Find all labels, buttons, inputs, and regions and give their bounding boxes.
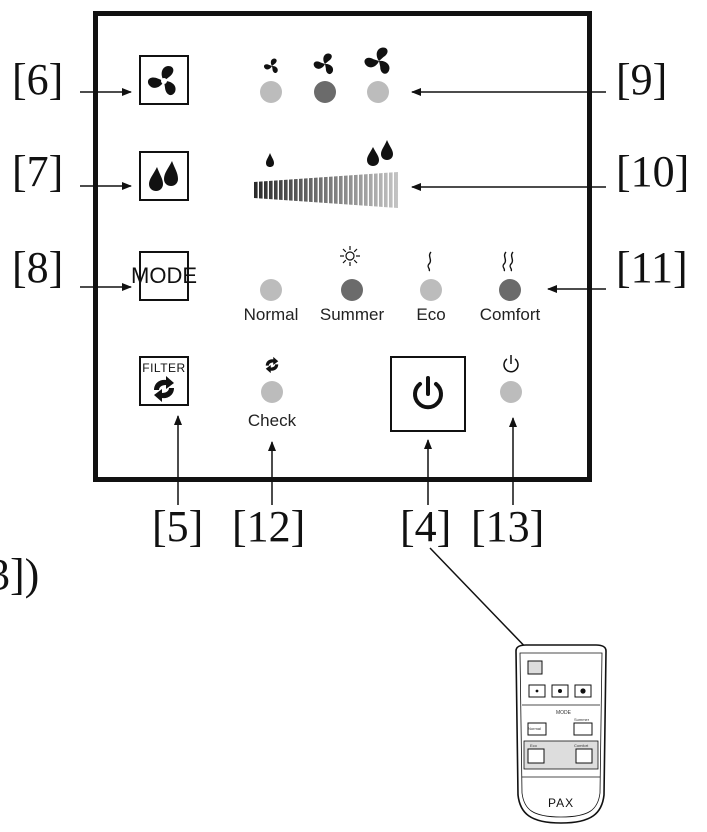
humidity-button[interactable] [139, 151, 189, 201]
mode-summer-label: Summer [319, 305, 385, 324]
power-led [500, 381, 522, 403]
remote-mode-label: MODE [556, 710, 571, 716]
humidity-level-bar [254, 172, 398, 208]
single-wave-icon [427, 251, 432, 272]
filter-button-label: FILTER [142, 361, 186, 375]
remote-control [515, 644, 607, 824]
remote-normal-label: Normal [528, 726, 541, 731]
fan-low-icon [264, 58, 278, 74]
double-drop-icon [149, 161, 178, 191]
fan-medium-icon [313, 53, 334, 75]
filter-reset-button[interactable]: FILTER [139, 356, 189, 406]
mode-button[interactable]: MODE [131, 251, 197, 301]
callout-9: [9] [616, 55, 668, 104]
fan-low-led [260, 81, 282, 103]
sun-icon [340, 246, 360, 266]
filter-check-led [261, 381, 283, 403]
mode-summer-led [341, 279, 363, 301]
mode-comfort-label: Comfort [479, 305, 541, 324]
double-wave-icon [502, 251, 514, 272]
fan-speed-button[interactable] [139, 55, 189, 105]
remote-brand-logo: PAX [548, 796, 575, 810]
callout-13: [13] [471, 502, 545, 551]
callout-6: [6] [12, 55, 64, 104]
mode-eco-led [420, 279, 442, 301]
power-indicator-icon [503, 355, 519, 373]
mode-normal-label: Normal [243, 305, 299, 324]
remote-eco-label: Eco [530, 743, 537, 748]
fan-medium-led [314, 81, 336, 103]
mode-button-label: MODE [131, 263, 197, 288]
filter-check-icon [265, 356, 279, 374]
callout-10: [10] [616, 147, 690, 196]
mode-normal-led [260, 279, 282, 301]
fan-high-icon [364, 47, 390, 74]
power-icon [413, 376, 443, 410]
fan-high-led [367, 81, 389, 103]
check-label: Check [247, 411, 297, 430]
filter-refresh-icon [154, 376, 174, 402]
mode-eco-label: Eco [416, 305, 446, 324]
callout-7: [7] [12, 147, 64, 196]
callout-3-partial: 3]) [0, 550, 40, 599]
mode-comfort-led [499, 279, 521, 301]
callout-12: [12] [232, 502, 306, 551]
double-drop-small-icon [367, 140, 393, 166]
power-button[interactable] [390, 356, 466, 432]
single-drop-icon [266, 153, 274, 167]
callout-4: [4] [400, 502, 452, 551]
callout-5: [5] [152, 502, 204, 551]
callout-11: [11] [616, 243, 688, 292]
fan-icon [148, 66, 176, 96]
remote-summer-label: Summer [574, 717, 590, 722]
callout-8: [8] [12, 243, 64, 292]
remote-comfort-label: Comfort [574, 743, 589, 748]
